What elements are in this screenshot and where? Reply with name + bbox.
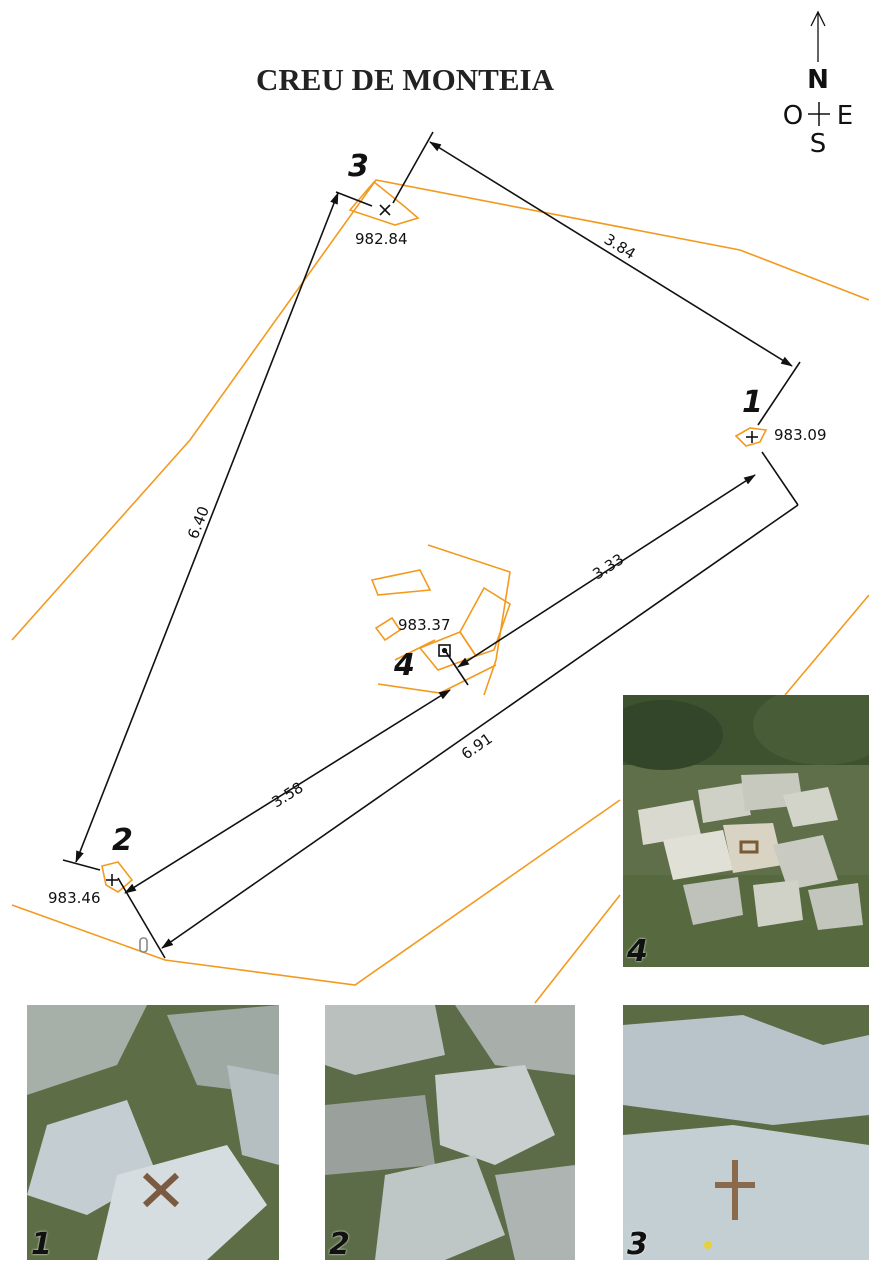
extension-line bbox=[392, 131, 434, 204]
point-marks bbox=[106, 204, 758, 953]
distance-3-1: 3.84 bbox=[601, 230, 639, 263]
dimension-3-1 bbox=[429, 141, 793, 367]
boundary-line-photo1 bbox=[534, 894, 621, 1004]
rock-outline bbox=[370, 569, 432, 596]
photo-2-image bbox=[325, 1005, 575, 1260]
point-label-2: 2 bbox=[112, 823, 133, 858]
compass-north: N bbox=[807, 65, 829, 95]
plus-icon bbox=[746, 431, 758, 443]
dimension-lines bbox=[62, 131, 801, 959]
photo-2: 2 bbox=[325, 1005, 575, 1260]
photo-1-image bbox=[27, 1005, 279, 1260]
plus-icon bbox=[106, 874, 118, 886]
distance-2-1: 6.91 bbox=[458, 729, 496, 763]
photo-2-label: 2 bbox=[329, 1227, 350, 1260]
elevation-2: 983.46 bbox=[48, 889, 101, 907]
photo-1: 1 bbox=[27, 1005, 279, 1260]
compass-rose: N O E S bbox=[783, 10, 853, 159]
compass-east: E bbox=[837, 101, 853, 131]
point-label-1: 1 bbox=[742, 385, 763, 420]
elevation-1: 983.09 bbox=[774, 426, 827, 444]
cross-icon bbox=[379, 204, 391, 216]
extension-line bbox=[757, 361, 801, 426]
photo-3-image bbox=[623, 1005, 869, 1260]
extension-line bbox=[335, 191, 373, 207]
photo-1-label: 1 bbox=[31, 1227, 52, 1260]
point-label-4: 4 bbox=[393, 648, 415, 683]
distance-4-1: 3.33 bbox=[589, 550, 627, 583]
extension-line bbox=[445, 651, 469, 686]
point-1-outline bbox=[734, 427, 768, 447]
dimension-4-1 bbox=[457, 474, 756, 668]
dimension-3-2 bbox=[75, 192, 339, 863]
photo-3-label: 3 bbox=[627, 1227, 648, 1260]
photo-4: 4 bbox=[623, 695, 869, 967]
rock-outline bbox=[418, 631, 478, 671]
point-3-outline bbox=[348, 180, 420, 226]
dimension-2-1 bbox=[161, 504, 799, 949]
map-title: CREU DE MONTEIA bbox=[256, 62, 555, 97]
rock-outline bbox=[374, 616, 402, 642]
square-dot-icon bbox=[438, 644, 451, 657]
extension-line bbox=[62, 859, 101, 871]
boundary-line-east bbox=[784, 594, 869, 696]
gap-marker-icon bbox=[139, 937, 148, 953]
point-2-outline bbox=[101, 861, 134, 893]
boundary-line-south bbox=[11, 799, 621, 986]
photo-4-label: 4 bbox=[627, 934, 648, 967]
compass-west: O bbox=[783, 101, 803, 131]
elevation-3: 982.84 bbox=[355, 230, 408, 248]
compass-south: S bbox=[810, 129, 827, 159]
boundary-line-north bbox=[11, 179, 869, 641]
extension-line bbox=[761, 451, 799, 506]
rock-outline bbox=[394, 639, 436, 661]
photo-4-image bbox=[623, 695, 869, 967]
dimension-2-4 bbox=[124, 689, 451, 894]
photo-3: 3 bbox=[623, 1005, 869, 1260]
elevation-4: 983.37 bbox=[398, 616, 451, 634]
point-label-3: 3 bbox=[348, 149, 369, 184]
